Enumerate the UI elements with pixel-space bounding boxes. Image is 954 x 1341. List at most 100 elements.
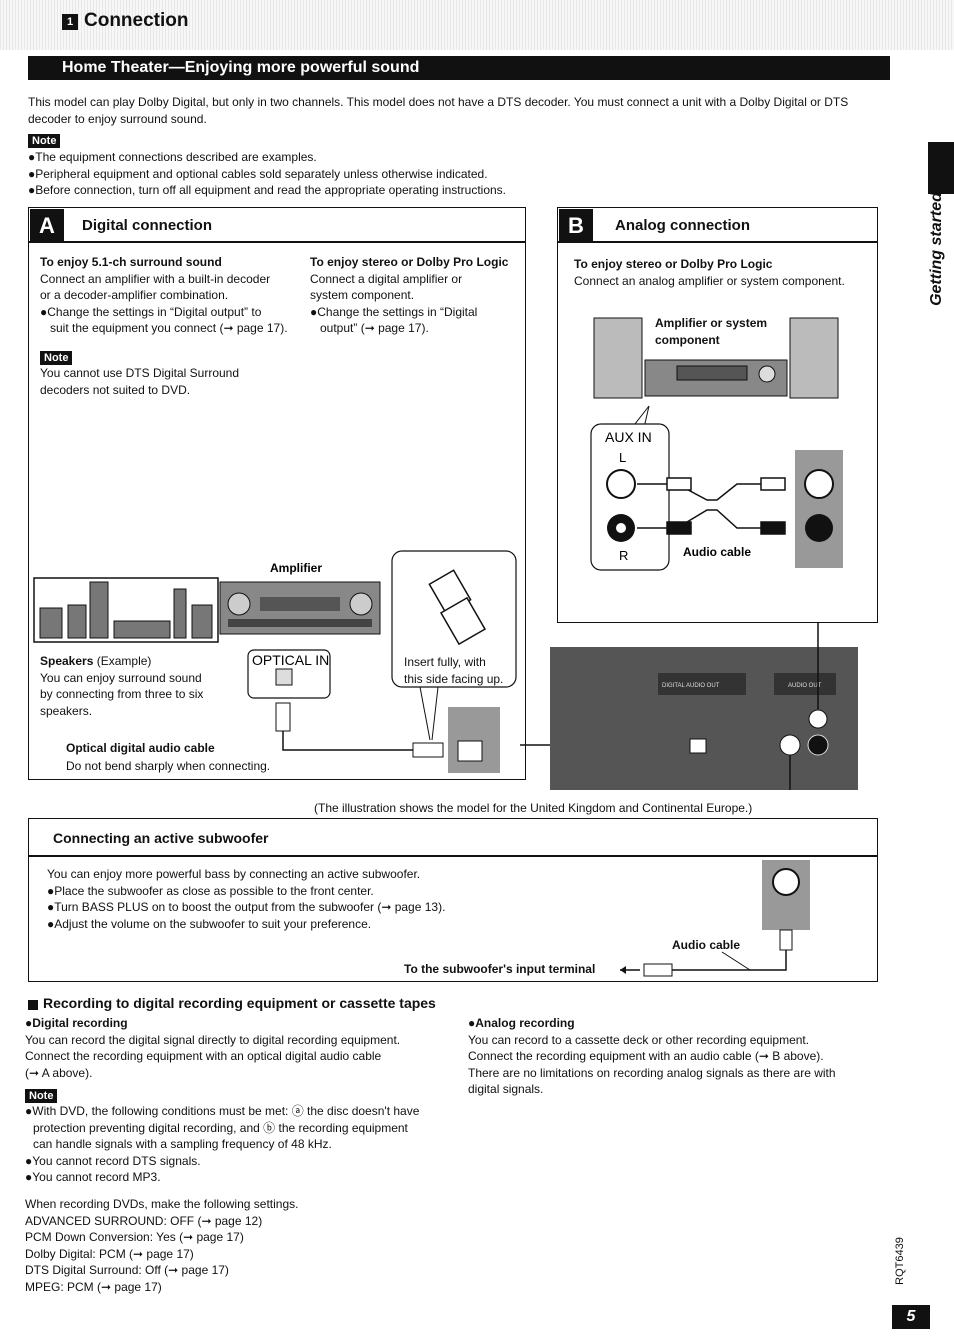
- subwoofer-line: ●Adjust the volume on the subwoofer to s…: [47, 916, 372, 931]
- analog-audio-cable-label: Audio cable: [683, 545, 751, 559]
- subwoofer-line: You can enjoy more powerful bass by conn…: [47, 867, 421, 881]
- recording-setting: PCM Down Conversion: Yes (➞ page 17): [25, 1230, 244, 1244]
- optical-cable-label: Optical digital audio cable: [66, 741, 215, 755]
- intro-text: This model can play Dolby Digital, but o…: [28, 95, 849, 126]
- page-number: 5: [892, 1305, 930, 1329]
- amplifier-illustration: [219, 581, 381, 635]
- analog-recording: ●Analog recording You can record to a ca…: [468, 1015, 888, 1098]
- speakers-caption: Speakers (Example) You can enjoy surroun…: [40, 653, 203, 719]
- optical-cable-note: Do not bend sharply when connecting.: [66, 759, 271, 773]
- digital-col1-heading: To enjoy 5.1-ch surround sound: [40, 255, 222, 269]
- section-letter-a: A: [30, 209, 64, 243]
- rear-audio-out-label: AUDIO OUT: [788, 683, 822, 689]
- recording-title: Recording to digital recording equipment…: [43, 995, 436, 1011]
- side-label: Getting started: [928, 192, 945, 306]
- digital-col1-line: Connect an amplifier with a built-in dec…: [40, 271, 271, 286]
- digital-title: Digital connection: [82, 217, 213, 234]
- analog-recording-line: Connect the recording equipment with an …: [468, 1049, 824, 1063]
- digital-recording-line: Connect the recording equipment with an …: [25, 1049, 382, 1063]
- digital-recording: ●Digital recording You can record the di…: [25, 1015, 445, 1081]
- aux-l-jack: [606, 469, 636, 499]
- aux-l-label: L: [619, 450, 626, 465]
- audio-cable-illustration: [637, 477, 786, 535]
- recording-setting: Dolby Digital: PCM (➞ page 17): [25, 1246, 194, 1261]
- speakers-heading-line: Speakers (Example): [40, 653, 203, 670]
- notes-list: ●The equipment connections described are…: [28, 149, 506, 199]
- note-badge: Note: [28, 131, 61, 149]
- subwoofer-title-rule: [28, 855, 878, 857]
- audio-out-r-jack: [805, 514, 833, 542]
- optical-cable: [282, 731, 413, 751]
- recording-note-badge: Note: [25, 1086, 58, 1104]
- analog-amp-label: Amplifier or system component: [655, 315, 767, 348]
- page-banner: Home Theater—Enjoying more powerful soun…: [28, 56, 890, 80]
- aux-in-callout: [590, 423, 670, 571]
- digital-col2-heading: To enjoy stereo or Dolby Pro Logic: [310, 255, 509, 269]
- rear-panel-illustration: DIGITAL AUDIO OUT AUDIO OUT: [520, 623, 858, 790]
- analog-illustration: AUX IN L R Audio cable: [590, 317, 843, 571]
- digital-title-rule: [28, 241, 526, 243]
- subwoofer-audio-cable-label: Audio cable: [672, 938, 741, 952]
- digital-note: You cannot use DTS Digital Surround deco…: [40, 365, 239, 398]
- analog-text: To enjoy stereo or Dolby Pro Logic Conne…: [574, 256, 874, 289]
- speakers-heading: Speakers: [40, 654, 94, 668]
- recording-note-line: can handle signals with a sampling frequ…: [33, 1137, 332, 1151]
- analog-heading: To enjoy stereo or Dolby Pro Logic: [574, 257, 773, 271]
- recording-note-line: protection preventing digital recording,…: [33, 1120, 408, 1135]
- digital-col2-line: output” (➞ page 17).: [320, 321, 429, 335]
- recording-note-line: ●You cannot record MP3.: [25, 1170, 161, 1184]
- recording-notes: ●With DVD, the following conditions must…: [25, 1103, 419, 1186]
- digital-col1: To enjoy 5.1-ch surround sound Connect a…: [40, 254, 305, 337]
- digital-col2-line: ●Change the settings in “Digital: [310, 304, 478, 319]
- analog-line: Connect an analog amplifier or system co…: [574, 273, 845, 288]
- subwoofer-input-label: To the subwoofer's input terminal: [404, 962, 596, 976]
- subwoofer-title: Connecting an active subwoofer: [53, 830, 269, 846]
- digital-note-badge: Note: [40, 348, 73, 366]
- recording-bullet: [28, 1000, 38, 1010]
- analog-amp-line: Amplifier or system: [655, 316, 768, 330]
- note-item: ●The equipment connections described are…: [28, 150, 317, 164]
- analog-title: Analog connection: [615, 217, 750, 234]
- plug-illustration: [428, 569, 487, 646]
- digital-recording-line: You can record the digital signal direct…: [25, 1032, 401, 1047]
- rear-digital-out-label: DIGITAL AUDIO OUT: [662, 683, 720, 689]
- analog-recording-line: There are no limitations on recording an…: [468, 1065, 836, 1080]
- insert-note-line: Insert fully, with: [404, 655, 486, 669]
- recording-note-line: ●With DVD, the following conditions must…: [25, 1104, 420, 1118]
- insert-note: Insert fully, with this side facing up.: [404, 654, 503, 687]
- digital-col2-line: system component.: [310, 288, 415, 302]
- aux-in-label: AUX IN: [605, 429, 652, 445]
- digital-note-line: decoders not suited to DVD.: [40, 382, 191, 397]
- side-tab: [928, 142, 954, 194]
- analog-amp-line: component: [655, 332, 720, 347]
- digital-col1-line: ●Change the settings in “Digital output”…: [40, 304, 262, 319]
- digital-col2-line: Connect a digital amplifier or: [310, 271, 463, 286]
- analog-recording-heading: ●Analog recording: [468, 1016, 575, 1030]
- digital-col1-line: suit the equipment you connect (➞ page 1…: [50, 321, 288, 335]
- digital-illustration: Amplifier OPTICAL IN: [33, 550, 517, 773]
- digital-recording-heading: ●Digital recording: [25, 1016, 128, 1030]
- recording-settings-intro: When recording DVDs, make the following …: [25, 1197, 299, 1211]
- recording-setting: ADVANCED SURROUND: OFF (➞ page 12): [25, 1213, 263, 1228]
- document-code: RQT6439: [894, 1237, 906, 1285]
- recording-note-line: ●You cannot record DTS signals.: [25, 1153, 201, 1168]
- section-letter-b: B: [559, 209, 593, 243]
- speakers-line: speakers.: [40, 703, 93, 718]
- header-band: [0, 0, 954, 50]
- speakers-line: by connecting from three to six: [40, 687, 204, 701]
- subwoofer-text: You can enjoy more powerful bass by conn…: [47, 866, 445, 932]
- speakers-illustration: [39, 581, 213, 639]
- amplifier-label: Amplifier: [270, 561, 322, 575]
- note-item: ●Before connection, turn off all equipme…: [28, 183, 506, 197]
- analog-recording-line: You can record to a cassette deck or oth…: [468, 1032, 810, 1047]
- aux-r-label: R: [619, 548, 628, 563]
- subwoofer-box: [28, 818, 878, 982]
- digital-connection-box: [28, 207, 526, 780]
- digital-recording-line: (➞ A above).: [25, 1065, 93, 1080]
- note-item: ●Peripheral equipment and optional cable…: [28, 166, 488, 181]
- speakers-example: (Example): [96, 654, 152, 668]
- optical-in-label: OPTICAL IN: [252, 652, 329, 668]
- analog-title-rule: [557, 241, 878, 243]
- recording-settings: When recording DVDs, make the following …: [25, 1196, 298, 1295]
- digital-col1-line: or a decoder-amplifier combination.: [40, 288, 229, 302]
